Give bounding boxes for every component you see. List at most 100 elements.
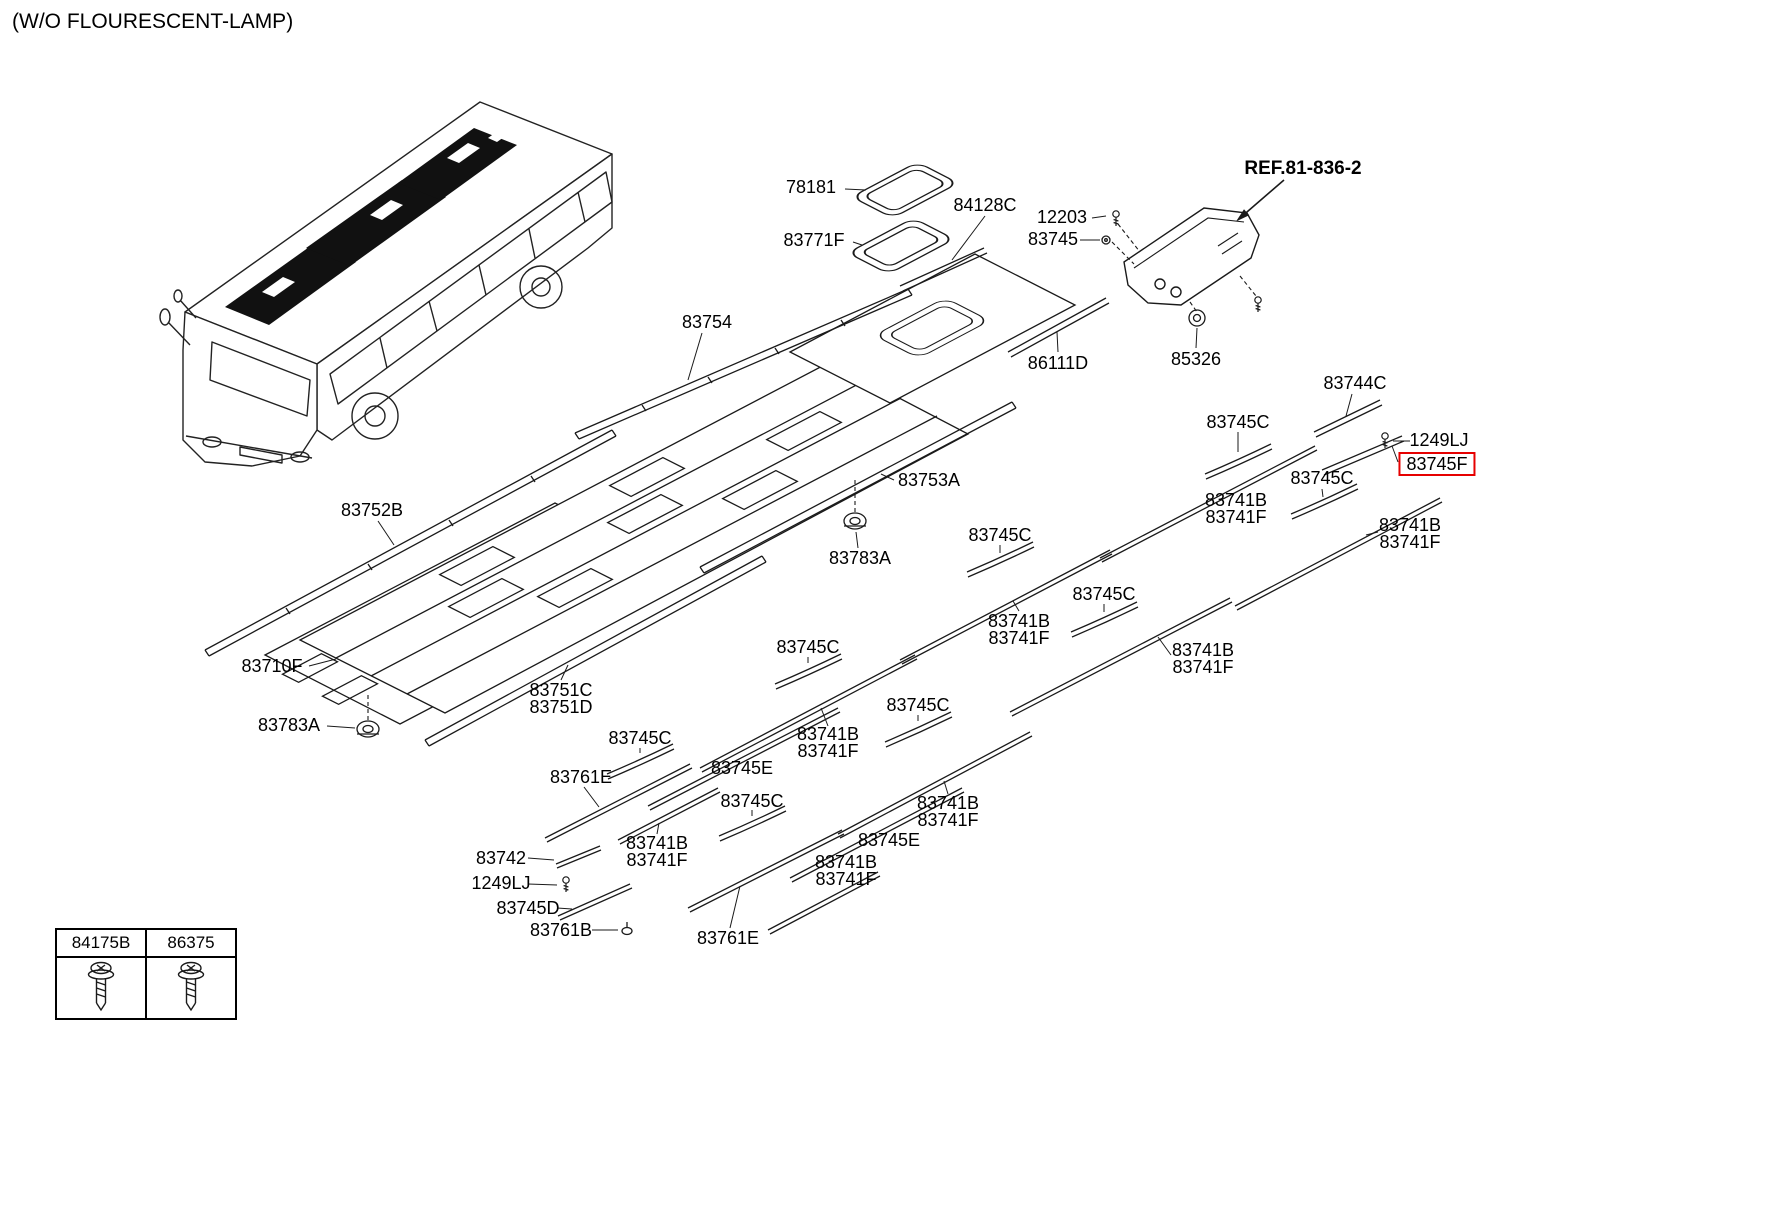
fastener-cell-86375: [147, 958, 235, 1018]
leader-lines: [308, 188, 1410, 931]
part-label-83745C-6[interactable]: 83745C: [886, 695, 950, 715]
part-label-83741F-3[interactable]: 83741F: [988, 628, 1050, 648]
part-label-83742[interactable]: 83742: [475, 848, 527, 868]
strip-83744C: [1313, 399, 1383, 438]
fastener-part-84175B[interactable]: 84175B: [57, 930, 147, 958]
part-label-85326[interactable]: 85326: [1170, 349, 1222, 369]
part-label-83753A[interactable]: 83753A: [897, 470, 961, 490]
part-label-83745C-5[interactable]: 83745C: [776, 637, 840, 657]
part-label-83741F-4[interactable]: 83741F: [1172, 657, 1234, 677]
part-label-83741B-3[interactable]: 83741B: [987, 611, 1051, 631]
part-label-83745[interactable]: 83745: [1027, 229, 1079, 249]
part-label-83745C-4[interactable]: 83745C: [1072, 584, 1136, 604]
bus-grille: [239, 446, 283, 464]
part-label-83745F-highlighted[interactable]: 83745F: [1398, 452, 1476, 476]
part-label-83741B-6[interactable]: 83741B: [916, 793, 980, 813]
part-label-83771F[interactable]: 83771F: [783, 230, 845, 250]
hatch-frame-83771F: [852, 220, 950, 272]
part-label-83783A-2[interactable]: 83783A: [257, 715, 321, 735]
screw-icon-1249LJ-2: [562, 876, 570, 893]
hatch-glass-78181: [856, 164, 954, 216]
part-label-83745C-7[interactable]: 83745C: [608, 728, 672, 748]
molding-strips-group: [204, 247, 1443, 935]
bus-mirror: [167, 321, 191, 346]
clip-glyph-83783A-2: [356, 720, 380, 738]
part-label-83761E-2[interactable]: 83761E: [696, 928, 760, 948]
part-label-83741B-7[interactable]: 83741B: [625, 833, 689, 853]
part-label-83741B-8[interactable]: 83741B: [814, 852, 878, 872]
strip-83745D: [557, 883, 633, 921]
part-label-83745C-3[interactable]: 83745C: [968, 525, 1032, 545]
bus-headlight: [202, 436, 222, 448]
part-label-83745E-2[interactable]: 83745E: [857, 830, 921, 850]
fastener-cell-84175B: [57, 958, 147, 1018]
strip-83745F: [1321, 435, 1405, 476]
ref-label[interactable]: REF.81-836-2: [1244, 158, 1362, 179]
part-label-78181[interactable]: 78181: [785, 177, 837, 197]
page-title: (W/O FLOURESCENT-LAMP): [12, 10, 294, 33]
tapping-screw-icon: [87, 961, 115, 1012]
ref-arrow: [1236, 179, 1285, 222]
part-label-83741F-2[interactable]: 83741F: [1379, 532, 1441, 552]
part-label-83741B-2[interactable]: 83741B: [1378, 515, 1442, 535]
clip-glyph-83745: [1101, 235, 1111, 245]
strip-83754: [574, 288, 913, 440]
strip-83751CD: [424, 555, 767, 747]
part-label-83744C[interactable]: 83744C: [1323, 373, 1387, 393]
part-label-83741F-7[interactable]: 83741F: [626, 850, 688, 870]
fastener-part-86375[interactable]: 86375: [147, 930, 235, 958]
fastener-table: 84175B 86375: [55, 928, 237, 1020]
part-label-83745C-1[interactable]: 83745C: [1206, 412, 1270, 432]
strip-84128C: [899, 247, 988, 292]
cap-glyph-83761B: [621, 926, 633, 936]
part-label-83783A-1[interactable]: 83783A: [828, 548, 892, 568]
bus-front-wheel: [351, 392, 399, 440]
part-label-83741B-4[interactable]: 83741B: [1171, 640, 1235, 660]
strip-83761E-1: [544, 763, 693, 843]
part-label-83710F[interactable]: 83710F: [241, 656, 303, 676]
part-label-83741B-5[interactable]: 83741B: [796, 724, 860, 744]
part-label-83745C-8[interactable]: 83745C: [720, 791, 784, 811]
bus-window-band: [329, 171, 613, 405]
strip-86111D: [1007, 297, 1110, 358]
part-label-12203[interactable]: 12203: [1036, 207, 1088, 227]
strip-83761E-2: [687, 829, 845, 913]
strip-83753A: [699, 401, 1017, 574]
bus-rear-wheel: [519, 265, 563, 309]
part-label-83741F-5[interactable]: 83741F: [797, 741, 859, 761]
clip-glyph-83783A-1: [843, 512, 867, 530]
part-label-83745E-1[interactable]: 83745E: [710, 758, 774, 778]
roof-clip-glyphs: [356, 512, 867, 936]
part-label-83761B[interactable]: 83761B: [529, 920, 593, 940]
part-label-83745C-2[interactable]: 83745C: [1290, 468, 1354, 488]
bus-illustration: [159, 101, 613, 467]
part-label-1249LJ-2[interactable]: 1249LJ: [471, 873, 531, 893]
strip-83745E-2: [789, 787, 965, 883]
roof-hatch-group: [852, 164, 954, 272]
strip-83752B: [204, 429, 617, 657]
roof-sheet-group: [263, 253, 1077, 725]
part-label-83741B-1[interactable]: 83741B: [1204, 490, 1268, 510]
overhead-console-group: [1123, 207, 1260, 306]
part-label-83745D[interactable]: 83745D: [496, 898, 560, 918]
part-label-83751D[interactable]: 83751D: [529, 697, 593, 717]
part-label-86111D[interactable]: 86111D: [1027, 353, 1089, 373]
part-label-84128C[interactable]: 84128C: [953, 195, 1017, 215]
screw-icon-console: [1254, 296, 1262, 313]
tapping-screw-icon: [177, 961, 205, 1012]
strip-83745E-1: [647, 707, 841, 811]
part-label-83752B[interactable]: 83752B: [340, 500, 404, 520]
part-label-83754[interactable]: 83754: [681, 312, 733, 332]
part-label-1249LJ-1[interactable]: 1249LJ: [1409, 430, 1469, 450]
part-label-83741F-1[interactable]: 83741F: [1205, 507, 1267, 527]
part-label-83761E-1[interactable]: 83761E: [549, 767, 613, 787]
screw-icon-12203: [1112, 210, 1120, 227]
bus-windshield: [209, 341, 311, 417]
part-label-83741F-8[interactable]: 83741F: [815, 869, 877, 889]
screw-icon-1249LJ-1: [1381, 432, 1389, 449]
part-label-83751C[interactable]: 83751C: [529, 680, 593, 700]
part-label-83741F-6[interactable]: 83741F: [917, 810, 979, 830]
grommet-glyph-85326: [1188, 309, 1206, 327]
